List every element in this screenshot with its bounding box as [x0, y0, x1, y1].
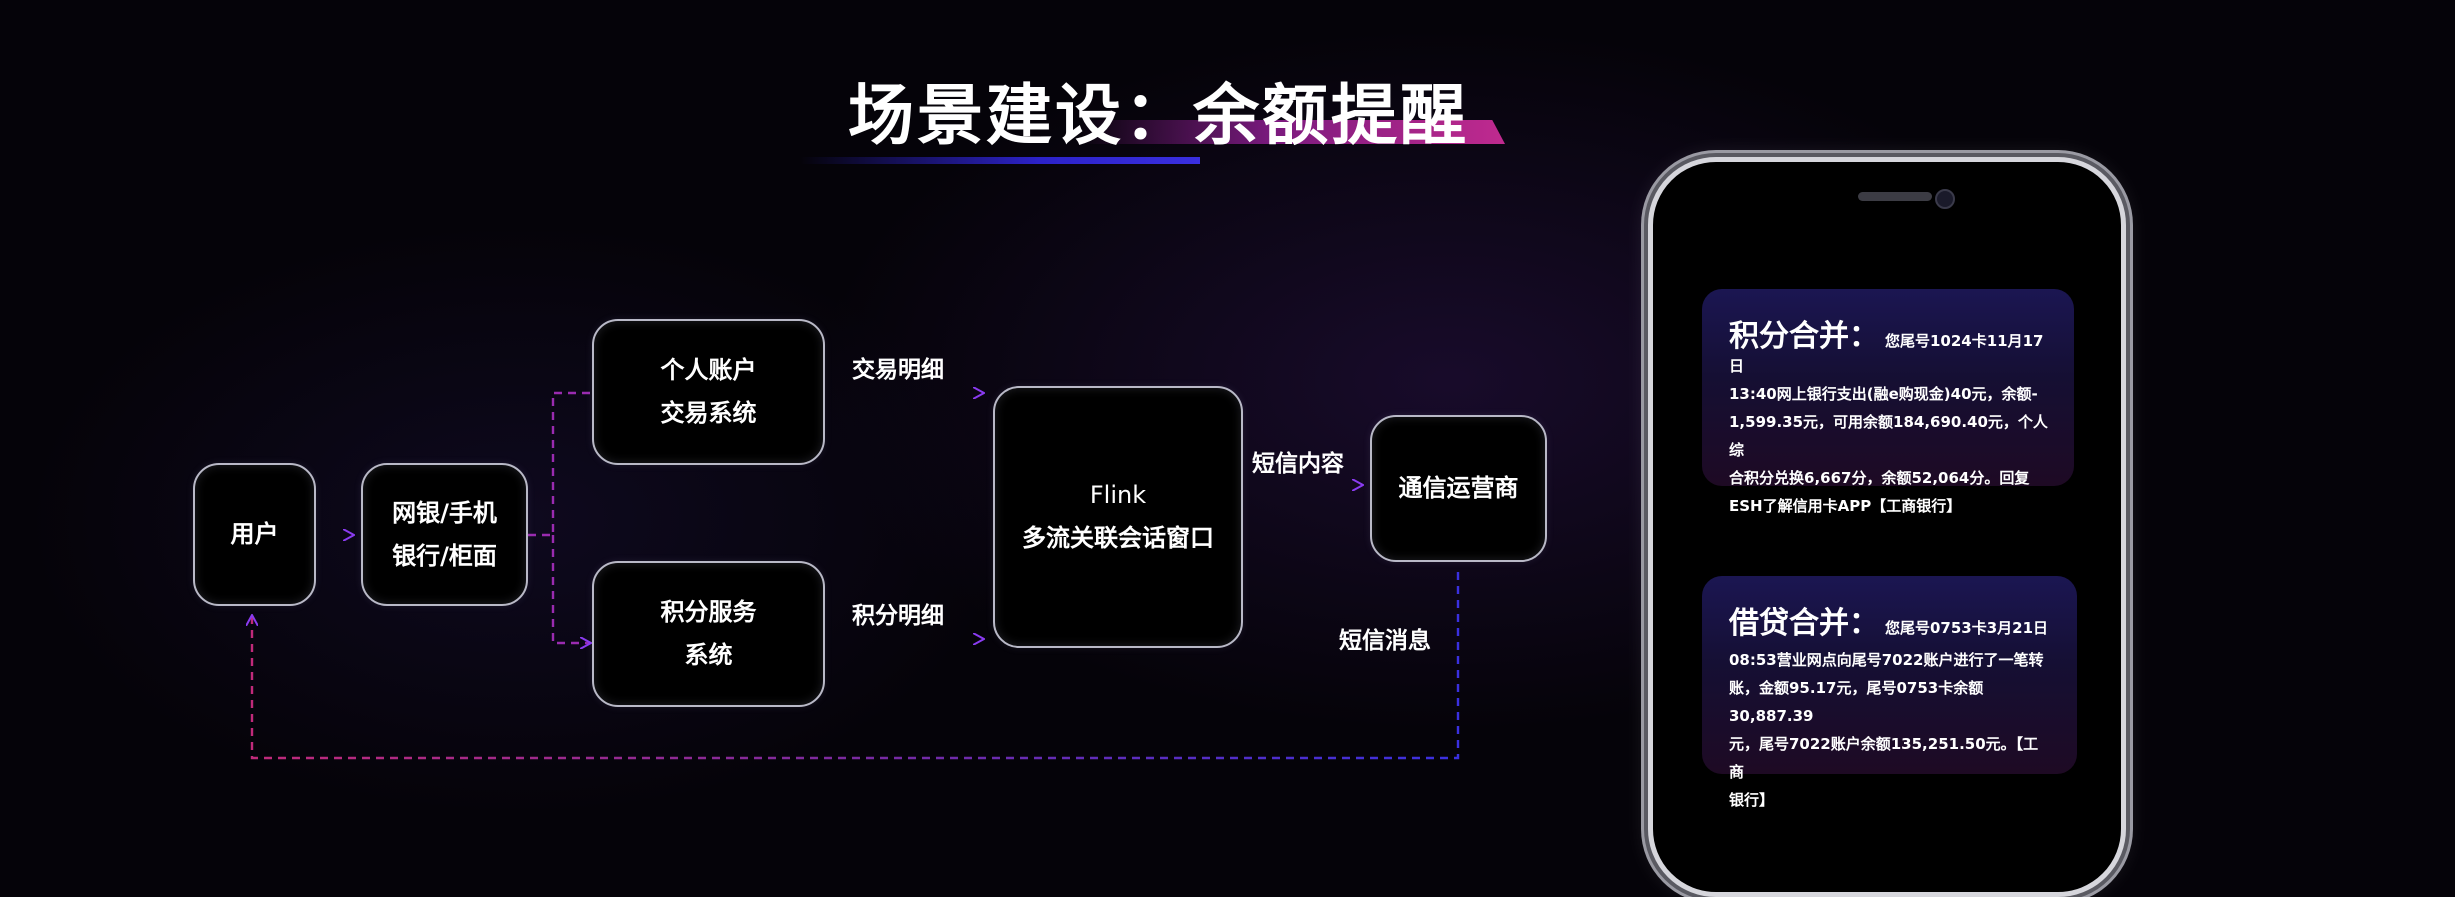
sms-card-debit-first-line: 您尾号0753卡3月21日: [1885, 619, 2049, 637]
sms-card-points-heading: 积分合并：: [1729, 319, 1879, 354]
sms-card-debit: 借贷合并： 您尾号0753卡3月21日 08:53营业网点向尾号7022账户进行了…: [1702, 576, 2077, 809]
node-flink-line2: 多流关联会话窗口: [1022, 524, 1214, 552]
flow-edges: [0, 0, 1460, 760]
sms-card-points-body: 13:40网上银行支出(融e购现金)40元，余额- 1,599.35元，可用余额…: [1729, 380, 2048, 520]
edge-label-points-detail: 积分明细: [852, 603, 944, 629]
sms-line: 08:53营业网点向尾号7022账户进行了一笔转: [1729, 651, 2044, 669]
sms-card-debit-heading: 借贷合并：: [1729, 606, 1879, 641]
node-points-service: 积分服务 系统: [592, 561, 825, 707]
sms-line: 账，金额95.17元，尾号0753卡余额30,887.39: [1729, 679, 1984, 725]
phone-mute-switch: [1641, 290, 1647, 328]
sms-line: 合积分兑换6,667分，余额52,064分。回复: [1729, 469, 2030, 487]
node-channel-line2: 银行/柜面: [392, 541, 497, 570]
node-user-label: 用户: [230, 520, 279, 548]
edge-label-trade-detail: 交易明细: [852, 357, 944, 383]
sms-card-points-first-line: 您尾号1024卡11月17日: [1729, 332, 2044, 375]
node-channel-line1: 网银/手机: [392, 498, 497, 527]
node-points-line1: 积分服务: [660, 598, 757, 626]
sms-line: ESH了解信用卡APP【工商银行】: [1729, 497, 1962, 515]
phone-volume-up: [1641, 360, 1647, 430]
page-title: 场景建设：余额提醒: [848, 77, 1469, 154]
edge-channel-split: [528, 391, 590, 643]
node-personal-line1: 个人账户: [660, 356, 757, 384]
node-telecom-label: 通信运营商: [1398, 474, 1519, 502]
node-personal-account: 个人账户 交易系统: [592, 319, 825, 465]
sms-card-debit-body: 08:53营业网点向尾号7022账户进行了一笔转 账，金额95.17元，尾号07…: [1729, 646, 2051, 814]
edge-telecom-to-user: [252, 572, 1460, 760]
phone-power-button: [2127, 385, 2133, 490]
node-flink: Flink 多流关联会话窗口: [993, 386, 1243, 648]
phone-volume-down: [1641, 448, 1647, 518]
sms-line: 银行】: [1729, 791, 1775, 809]
node-telecom: 通信运营商: [1370, 415, 1547, 562]
phone-speaker: [1858, 192, 1932, 201]
edge-label-sms-message: 短信消息: [1339, 628, 1431, 654]
camera-icon: [1935, 189, 1955, 209]
edge-label-sms-content: 短信内容: [1252, 451, 1344, 477]
title-underline-blue: [800, 157, 1200, 164]
sms-line: 1,599.35元，可用余额184,690.40元，个人综: [1729, 413, 2048, 459]
title-area: 场景建设：余额提醒: [0, 0, 2455, 180]
node-personal-line2: 交易系统: [660, 399, 757, 427]
node-flink-line1: Flink: [1089, 481, 1147, 509]
phone-mockup: 积分合并：您尾号1024卡11月17日 13:40网上银行支出(融e购现金)40…: [1648, 157, 2126, 897]
sms-line: 13:40网上银行支出(融e购现金)40元，余额-: [1729, 385, 2038, 403]
node-channel: 网银/手机 银行/柜面: [361, 463, 528, 606]
sms-card-points: 积分合并：您尾号1024卡11月17日 13:40网上银行支出(融e购现金)40…: [1702, 289, 2074, 515]
node-points-line2: 系统: [684, 641, 733, 669]
sms-line: 元，尾号7022账户余额135,251.50元。【工商: [1729, 735, 2039, 781]
node-user: 用户: [193, 463, 316, 606]
